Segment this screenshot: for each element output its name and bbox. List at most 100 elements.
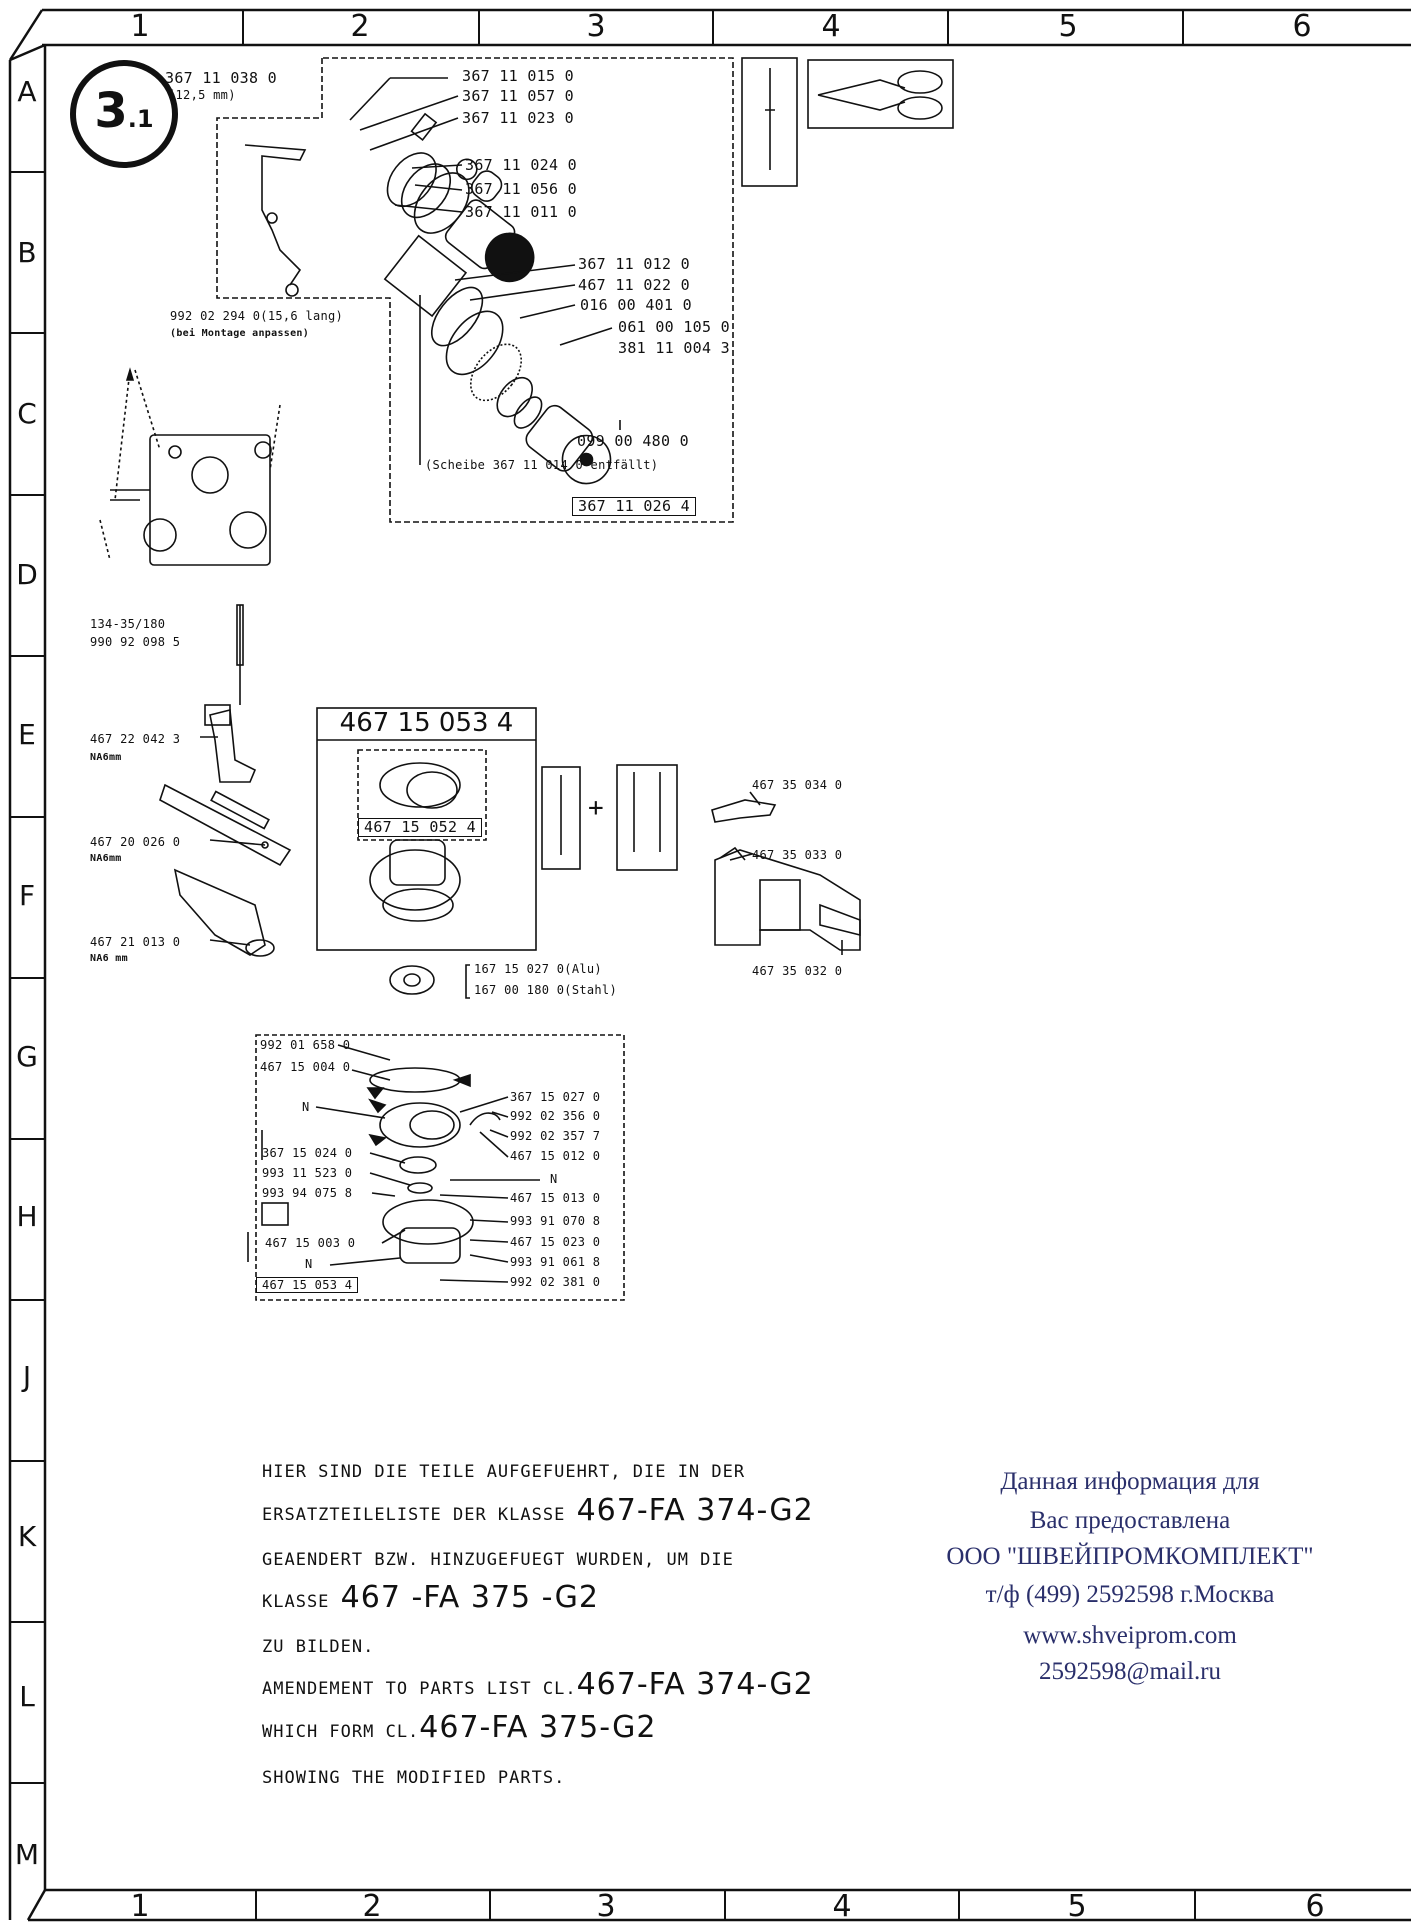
n-marker-1: N	[302, 1100, 310, 1114]
note-line-7-text: WHICH FORM CL.	[262, 1722, 420, 1742]
needle-size-label: 134-35/180	[90, 617, 166, 631]
note-line-2-text: ERSATZTEILELISTE DER KLASSE	[262, 1505, 566, 1525]
hook-assembly-title: 467 15 053 4	[339, 708, 514, 738]
part-367-11-057-0: 367 11 057 0	[462, 87, 574, 105]
part-992-02-294-0: 992 02 294 0(15,6 lang)	[170, 309, 344, 323]
part-367-11-024-0: 367 11 024 0	[465, 156, 577, 174]
part-467-21-013-0: 467 21 013 0	[90, 935, 181, 949]
section-number: 3	[94, 83, 128, 139]
plus-sign: +	[588, 793, 604, 823]
note-line-3-text: GEAENDERT BZW. HINZUGEFUEGT WURDEN, UM D…	[262, 1550, 734, 1570]
section-number-badge: 3.1	[70, 60, 178, 168]
supplier-email[interactable]: 2592598@mail.ru	[1038, 1658, 1222, 1685]
part-note-12-5mm: (12,5 mm)	[168, 88, 236, 102]
part-099-00-480-0: 099 00 480 0	[577, 432, 689, 450]
part-992-02-356-0: 992 02 356 0	[510, 1109, 601, 1123]
row-label-g: G	[16, 1040, 38, 1073]
note-class-374: 467-FA 374-G2	[576, 1493, 814, 1528]
needle-part-990-92-098-5: 990 92 098 5	[90, 635, 181, 649]
part-467-35-032-0: 467 35 032 0	[752, 964, 843, 978]
supplier-info-3: ООО "ШВЕЙПРОМКОМПЛЕКТ"	[946, 1543, 1314, 1570]
bobbin-steel: 167 00 180 0(Stahl)	[474, 983, 617, 997]
part-993-11-523-0: 993 11 523 0	[262, 1166, 353, 1180]
part-467-15-013-0: 467 15 013 0	[510, 1191, 601, 1205]
part-061-00-105-0: 061 00 105 0	[618, 318, 730, 336]
note-line-4-text: KLASSE	[262, 1592, 330, 1612]
part-467-35-033-0: 467 35 033 0	[752, 848, 843, 862]
note-line-4: KLASSE 467 -FA 375 -G2	[262, 1580, 599, 1615]
note-line-2: ERSATZTEILELISTE DER KLASSE 467-FA 374-G…	[262, 1493, 814, 1528]
column-header-6: 6	[1292, 9, 1312, 44]
part-467-15-004-0: 467 15 004 0	[260, 1060, 351, 1074]
part-992-02-381-0: 992 02 381 0	[510, 1275, 601, 1289]
row-label-j: J	[22, 1360, 32, 1393]
note-line-8-text: SHOWING THE MODIFIED PARTS.	[262, 1768, 566, 1788]
note-class-375: 467 -FA 375 -G2	[340, 1580, 599, 1615]
note-line-1-text: HIER SIND DIE TEILE AUFGEFUEHRT, DIE IN …	[262, 1462, 746, 1482]
column-header-3: 3	[586, 9, 606, 44]
part-467-15-012-0: 467 15 012 0	[510, 1149, 601, 1163]
note-cl-374: 467-FA 374-G2	[576, 1667, 814, 1702]
part-367-11-056-0: 367 11 056 0	[465, 180, 577, 198]
part-992-02-357-7: 992 02 357 7	[510, 1129, 601, 1143]
column-footer-3: 3	[596, 1889, 616, 1924]
row-label-e: E	[18, 718, 36, 751]
part-993-91-070-8: 993 91 070 8	[510, 1214, 601, 1228]
foot-note-na6mm: NA6mm	[90, 752, 122, 763]
note-line-7: WHICH FORM CL.467-FA 375-G2	[262, 1710, 656, 1745]
hook-subassembly-467-15-052-4: 467 15 052 4	[358, 818, 482, 837]
bobbin-alu: 167 15 027 0(Alu)	[474, 962, 602, 976]
supplier-website[interactable]: www.shveiprom.com	[1023, 1622, 1237, 1649]
note-line-1: HIER SIND DIE TEILE AUFGEFUEHRT, DIE IN …	[262, 1462, 745, 1482]
part-992-01-658-0: 992 01 658 0	[260, 1038, 351, 1052]
part-367-11-023-0: 367 11 023 0	[462, 109, 574, 127]
column-footer-2: 2	[362, 1889, 382, 1924]
part-367-15-024-0: 367 15 024 0	[262, 1146, 353, 1160]
column-footer-6: 6	[1305, 1889, 1325, 1924]
column-header-4: 4	[821, 9, 841, 44]
note-line-6: AMENDEMENT TO PARTS LIST CL.467-FA 374-G…	[262, 1667, 814, 1702]
part-993-94-075-8: 993 94 075 8	[262, 1186, 353, 1200]
part-467-15-023-0: 467 15 023 0	[510, 1235, 601, 1249]
supplier-info-4: т/ф (499) 2592598 г.Москва	[985, 1581, 1275, 1608]
n-marker-3: N	[305, 1257, 313, 1271]
part-016-00-401-0: 016 00 401 0	[580, 296, 692, 314]
note-line-8: SHOWING THE MODIFIED PARTS.	[262, 1768, 565, 1788]
part-993-91-061-8: 993 91 061 8	[510, 1255, 601, 1269]
part-381-11-004-3: 381 11 004 3	[618, 339, 730, 357]
section-subnumber: .1	[127, 105, 154, 133]
column-footer-1: 1	[130, 1889, 150, 1924]
n-marker-2: N	[550, 1172, 558, 1186]
note-cl-375: 467-FA 375-G2	[419, 1710, 657, 1745]
row-label-k: K	[17, 1520, 37, 1553]
part-367-11-015-0: 367 11 015 0	[462, 67, 574, 85]
row-label-m: M	[14, 1838, 40, 1871]
part-467-15-003-0: 467 15 003 0	[265, 1236, 356, 1250]
supplier-info-2: Вас предоставлена	[1029, 1507, 1231, 1534]
part-367-11-012-0: 367 11 012 0	[578, 255, 690, 273]
washer-omitted-note: (Scheibe 367 11 014 0 entfällt)	[425, 458, 659, 472]
row-label-d: D	[16, 558, 38, 591]
note-line-3: GEAENDERT BZW. HINZUGEFUEGT WURDEN, UM D…	[262, 1550, 734, 1570]
part-467-20-026-0: 467 20 026 0	[90, 835, 181, 849]
part-467-35-034-0: 467 35 034 0	[752, 778, 843, 792]
supplier-info-1: Данная информация для	[1000, 1468, 1260, 1495]
note-line-5-text: ZU BILDEN.	[262, 1637, 375, 1657]
row-label-b: B	[17, 236, 37, 269]
column-footer-5: 5	[1067, 1889, 1087, 1924]
assembly-367-11-026-4: 367 11 026 4	[572, 497, 696, 516]
part-467-11-022-0: 467 11 022 0	[578, 276, 690, 294]
plate-note-na6mm: NA6mm	[90, 853, 122, 864]
part-367-11-011-0: 367 11 011 0	[465, 203, 577, 221]
part-467-22-042-3: 467 22 042 3	[90, 732, 181, 746]
part-367-15-027-0: 367 15 027 0	[510, 1090, 601, 1104]
row-label-l: L	[19, 1680, 35, 1713]
row-label-f: F	[18, 879, 36, 912]
hook-assembly-box-label: 467 15 053 4	[256, 1277, 359, 1293]
row-label-c: C	[17, 397, 37, 430]
feed-note-na6mm: NA6 mm	[90, 953, 128, 964]
row-label-h: H	[16, 1200, 38, 1233]
